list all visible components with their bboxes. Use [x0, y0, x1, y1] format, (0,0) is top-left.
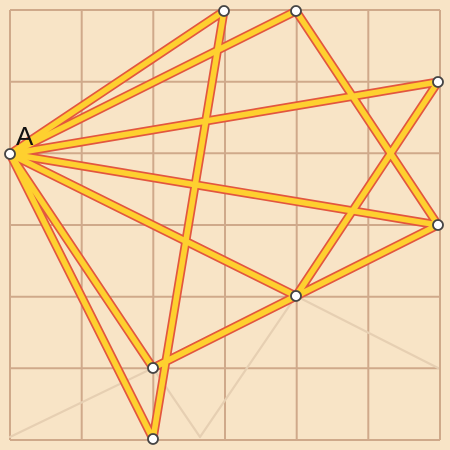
band-p5-p6	[150, 293, 299, 371]
faint-construction-lines	[8, 294, 440, 439]
band-a-p2	[7, 8, 299, 157]
point-a-label: A	[16, 121, 34, 151]
point-p5[interactable]	[290, 290, 302, 302]
point-p1[interactable]	[218, 5, 230, 17]
point-p7[interactable]	[147, 433, 159, 445]
band-a-p4	[7, 151, 441, 228]
point-a[interactable]	[4, 148, 16, 160]
band-p2-p4	[293, 8, 441, 228]
points	[4, 5, 444, 445]
faint-line	[294, 294, 440, 370]
point-p6[interactable]	[147, 362, 159, 374]
grid	[9, 9, 441, 441]
band-a-p1	[7, 8, 227, 157]
faint-line	[8, 366, 155, 439]
band-a-p7	[7, 151, 156, 442]
point-p4[interactable]	[432, 219, 444, 231]
band-p3-p5	[293, 79, 441, 299]
band-a-p6	[7, 151, 156, 371]
bands	[7, 8, 441, 442]
band-p1-p7	[150, 8, 227, 442]
point-p3[interactable]	[432, 76, 444, 88]
point-p2[interactable]	[290, 5, 302, 17]
band-a-p5	[7, 151, 299, 299]
faint-line	[198, 294, 298, 439]
band-a-p3	[7, 79, 441, 157]
